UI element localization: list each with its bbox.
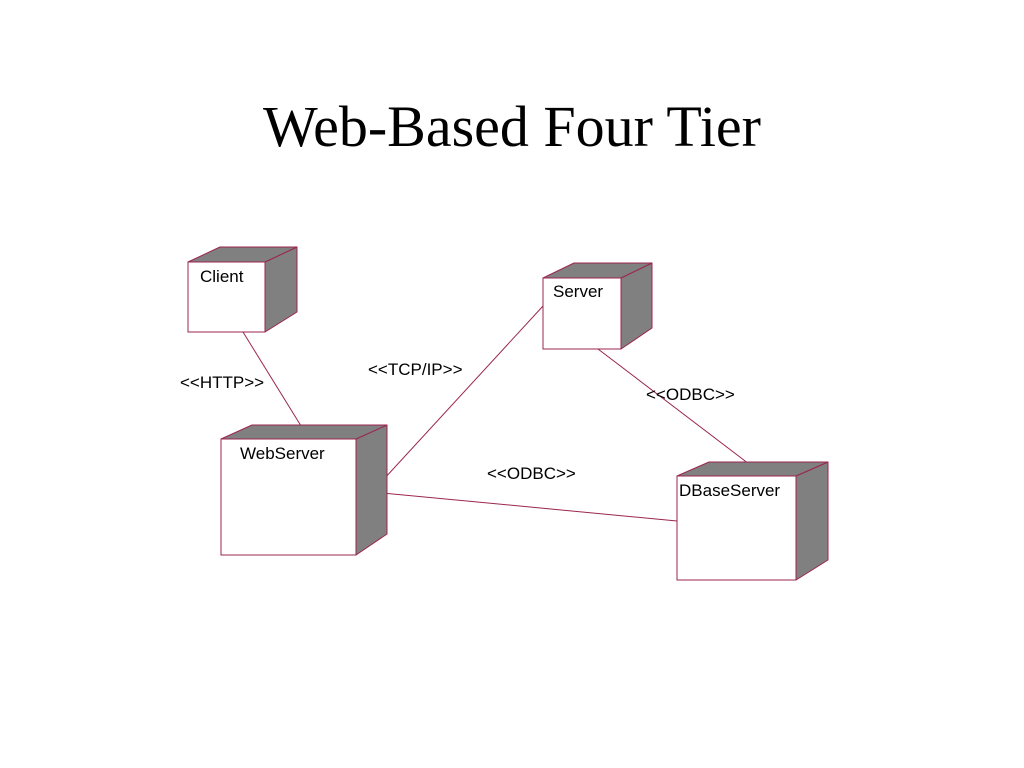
node-dbaseserver[interactable]: DBaseServer [676,461,829,581]
slide-title: Web-Based Four Tier [263,94,761,159]
connector-tcpip[interactable] [371,305,544,493]
node-dbaseserver-face [676,475,797,581]
node-server-face [542,277,622,350]
node-server[interactable]: Server [542,262,653,350]
node-client[interactable]: Client [187,246,298,333]
connector-odbc-server-db-label: <<ODBC>> [646,385,735,404]
connector-odbc-web-db[interactable] [371,491,678,522]
node-server-label: Server [553,282,603,301]
node-dbaseserver-side [795,461,829,581]
connector-tcpip-label: <<TCP/IP>> [368,360,463,379]
node-webserver-face [220,438,357,556]
connector-http-label: <<HTTP>> [180,373,264,392]
node-dbaseserver-label: DBaseServer [679,481,780,500]
connectors [242,305,754,522]
node-webserver-side [355,424,388,556]
connector-http[interactable] [242,331,307,435]
connector-odbc-web-db-label: <<ODBC>> [487,464,576,483]
node-client-label: Client [200,267,244,286]
connector-odbc-server-db[interactable] [597,348,754,468]
node-webserver[interactable]: WebServer [220,424,388,556]
node-client-face [187,261,266,333]
node-webserver-label: WebServer [240,444,325,463]
